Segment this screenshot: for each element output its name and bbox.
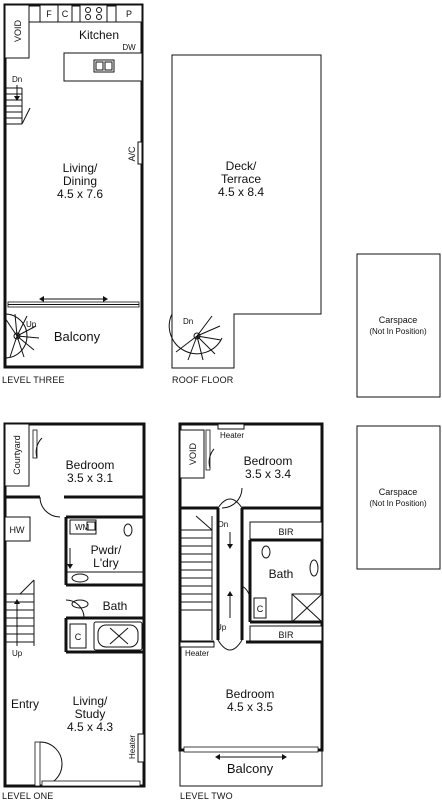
stairs-up xyxy=(5,579,35,646)
bir-top-label: BIR xyxy=(278,527,294,537)
cupboard-label: C xyxy=(62,9,69,19)
heater-unit xyxy=(137,733,145,763)
courtyard-label: Courtyard xyxy=(12,435,22,475)
cupboard-unit xyxy=(57,4,73,23)
spiral-stair-down xyxy=(168,313,223,361)
living-study-size: 4.5 x 4.3 xyxy=(67,720,113,734)
deck-label-2: Terrace xyxy=(221,172,261,186)
bathtub xyxy=(93,621,143,651)
courtyard-window xyxy=(32,429,38,459)
living-study-label-1: Living/ xyxy=(73,694,108,708)
bedroom-two-label: Bedroom xyxy=(226,687,275,701)
pantry-unit xyxy=(115,4,143,23)
level-one-plan: Courtyard Bedroom 3.5 x 3.1 HW WM Pwdr/ … xyxy=(2,422,146,800)
level-three-plan: VOID F C P Kitchen DW Dn xyxy=(2,3,144,385)
carspace-name: Carspace xyxy=(379,315,418,325)
courtyard-box xyxy=(4,423,30,487)
spiral-up-label: Up xyxy=(26,320,37,329)
roof-floor-caption: ROOF FLOOR xyxy=(172,375,234,385)
carspace-1: Carspace (Not In Position) xyxy=(356,253,441,398)
void-label: VOID xyxy=(13,20,23,43)
ac-label: A/C xyxy=(127,146,137,162)
bedroom-two-size: 4.5 x 3.5 xyxy=(227,700,273,714)
kitchen-island xyxy=(63,52,143,82)
heater-bottom-label: Heater xyxy=(185,649,209,658)
bedroom-label: Bedroom xyxy=(66,458,115,472)
front-window xyxy=(41,780,141,787)
dishwasher-label: DW xyxy=(122,43,136,52)
pantry-label: P xyxy=(126,9,132,19)
basin xyxy=(71,573,89,583)
bir-bottom-label: BIR xyxy=(278,630,294,640)
carspace-note: (Not In Position) xyxy=(369,327,427,336)
toilet xyxy=(261,545,271,559)
bath-label: Bath xyxy=(103,599,128,613)
stairs-down xyxy=(5,87,31,125)
stairs-down-label: Dn xyxy=(218,520,228,529)
void-box xyxy=(179,429,205,479)
level-two-caption: LEVEL TWO xyxy=(180,791,233,800)
living-dining-size: 4.5 x 7.6 xyxy=(57,187,103,201)
heater-label: Heater xyxy=(128,735,137,759)
powder-laundry-label-1: Pwdr/ xyxy=(91,543,122,557)
level-one-caption: LEVEL ONE xyxy=(2,791,54,800)
powder-laundry-label-2: L'dry xyxy=(93,556,119,570)
cupboard-label: C xyxy=(75,632,82,642)
toilet xyxy=(123,523,133,537)
basin xyxy=(71,599,89,609)
living-dining-label-2: Dining xyxy=(63,174,97,188)
stairs-down-label: Dn xyxy=(12,75,22,84)
level-two-plan: Heater VOID Bedroom 3.5 x 3.4 Dn xyxy=(178,422,324,800)
cooktop xyxy=(79,4,108,23)
kitchen-label: Kitchen xyxy=(79,28,119,42)
carspace-2: Carspace (Not In Position) xyxy=(356,425,441,570)
hot-water-label: HW xyxy=(10,525,25,535)
living-dining-label-1: Living/ xyxy=(63,161,98,175)
fridge-label: F xyxy=(46,9,52,19)
balcony-label: Balcony xyxy=(227,761,274,776)
carspace-note: (Not In Position) xyxy=(369,499,427,508)
void-box xyxy=(4,4,30,59)
stairs-up-label: Up xyxy=(12,649,23,658)
cupboard xyxy=(253,597,267,619)
deck-outline xyxy=(171,54,322,369)
bath-label: Bath xyxy=(269,567,294,581)
living-study-label-2: Study xyxy=(75,707,106,721)
spiral-stair-up xyxy=(4,313,40,359)
stairs-up-label: Up xyxy=(216,623,227,632)
entry-door xyxy=(34,741,41,787)
ac-unit xyxy=(137,141,143,165)
balcony-label: Balcony xyxy=(54,329,101,344)
cupboard xyxy=(69,623,87,649)
heater-top-label: Heater xyxy=(220,431,244,440)
balcony-door xyxy=(183,746,319,753)
washing-machine-label: WM xyxy=(75,523,90,532)
hot-water-unit xyxy=(4,516,31,542)
bedroom-one-size: 3.5 x 3.4 xyxy=(245,467,291,481)
heater-unit xyxy=(217,423,245,430)
carspace-outline xyxy=(356,425,441,570)
level-three-caption: LEVEL THREE xyxy=(2,375,65,385)
cupboard-label: C xyxy=(257,604,264,614)
carspace-outline xyxy=(356,253,441,398)
roof-floor-plan: Deck/ Terrace 4.5 x 8.4 Dn ROOF FLOOR xyxy=(168,54,322,385)
level-three-outline xyxy=(3,3,144,369)
bedroom-one-label: Bedroom xyxy=(244,454,293,468)
entry-label: Entry xyxy=(11,697,39,711)
stairs-two xyxy=(180,515,213,640)
basin xyxy=(309,559,319,577)
spiral-down-label: Dn xyxy=(183,317,193,326)
carspace-name: Carspace xyxy=(379,487,418,497)
void-window xyxy=(205,429,211,471)
bedroom-size: 3.5 x 3.1 xyxy=(67,471,113,485)
deck-size: 4.5 x 8.4 xyxy=(218,185,264,199)
heater-unit xyxy=(179,641,215,648)
deck-label-1: Deck/ xyxy=(226,159,257,173)
void-label: VOID xyxy=(188,443,198,466)
